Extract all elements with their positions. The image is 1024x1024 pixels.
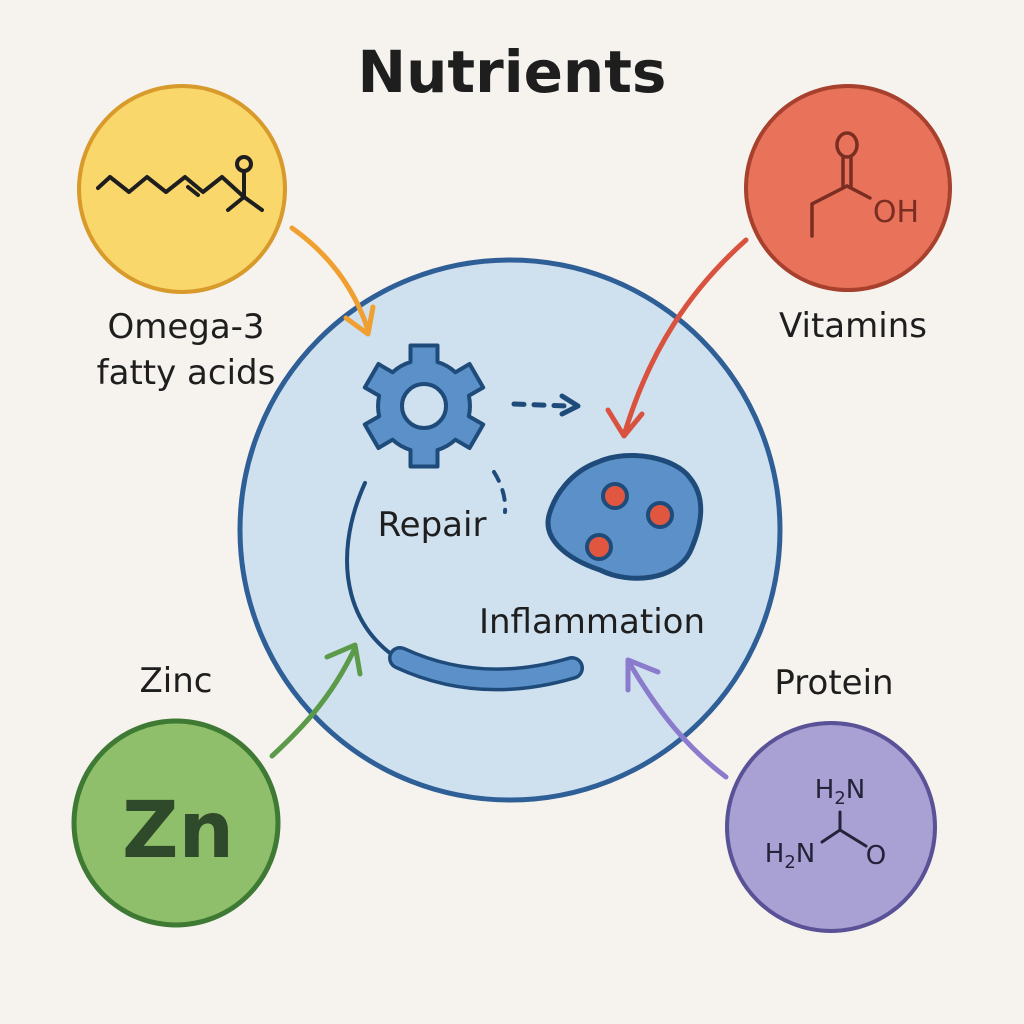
omega3-arrow <box>289 225 371 333</box>
urea-oxygen-label: O <box>866 841 886 871</box>
zinc-label: Zinc <box>140 661 213 701</box>
inflammation-label: Inflammation <box>479 602 705 642</box>
repair-label: Repair <box>378 505 487 545</box>
omega3-label-line2: fatty acids <box>97 353 276 393</box>
nutrient-omega3: Omega-3 fatty acids <box>77 84 376 393</box>
nutrient-vitamins: OH Vitamins <box>605 84 952 439</box>
zinc-symbol-icon: Zn <box>122 786 234 876</box>
repair-bar-fill <box>391 649 581 688</box>
vitamins-arrow <box>622 237 749 435</box>
omega3-label-line1: Omega-3 <box>107 307 264 347</box>
protein-label: Protein <box>774 663 893 703</box>
inflamed-cell-icon <box>545 453 704 581</box>
repair-dashed-link <box>492 470 508 514</box>
protein-arrow <box>627 661 729 780</box>
diagram-title: Nutrients <box>358 38 667 106</box>
svg-text:H2N: H2N <box>815 775 865 809</box>
nutrient-protein: Protein H2N H2N O <box>625 657 937 933</box>
dashed-arrow-icon <box>511 393 581 417</box>
carboxylic-acid-icon <box>810 131 872 238</box>
zinc-arrow <box>269 647 357 759</box>
urea-molecule-icon: H2N H2N O <box>765 775 886 873</box>
nutrient-zinc: Zinc Zn <box>71 642 363 928</box>
vitamins-oh-label: OH <box>873 195 919 230</box>
vitamins-label: Vitamins <box>779 306 927 346</box>
gear-icon <box>362 343 486 469</box>
fatty-acid-chain-icon <box>96 155 264 212</box>
